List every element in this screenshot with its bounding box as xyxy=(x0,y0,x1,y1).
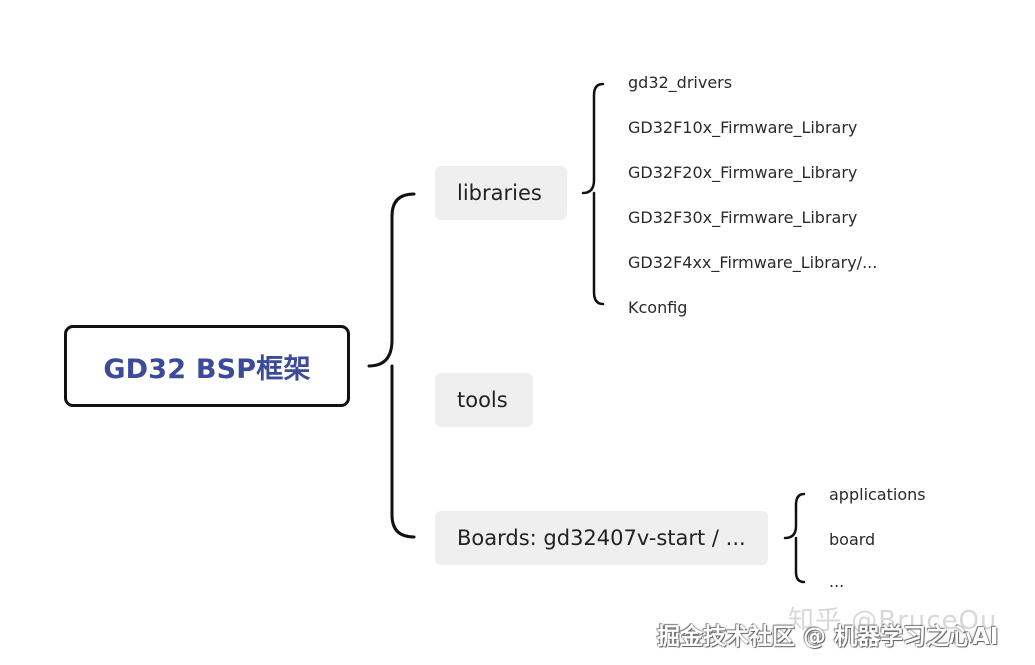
leaf-applications[interactable]: applications xyxy=(829,485,926,504)
branch-boards[interactable]: Boards: gd32407v-start / ... xyxy=(435,511,768,565)
leaf-gd32f4xx-firmware-library[interactable]: GD32F4xx_Firmware_Library/... xyxy=(628,253,878,272)
leaf-gd32-drivers[interactable]: gd32_drivers xyxy=(628,73,733,92)
root-bracket xyxy=(367,192,416,539)
leaf-board[interactable]: board xyxy=(829,530,876,549)
watermark-juejin: 掘金技术社区 @ 机器学习之心AI xyxy=(657,624,999,650)
leaf-gd32f30x-firmware-library[interactable]: GD32F30x_Firmware_Library xyxy=(628,208,858,227)
leaf-ellipsis[interactable]: ... xyxy=(829,572,845,591)
branch-libraries[interactable]: libraries xyxy=(435,166,567,220)
leaf-gd32f10x-firmware-library[interactable]: GD32F10x_Firmware_Library xyxy=(628,118,858,137)
watermark-zhihu: 知乎 @BruceOu xyxy=(788,606,998,636)
leaf-kconfig[interactable]: Kconfig xyxy=(628,298,688,317)
root-node[interactable]: GD32 BSP框架 xyxy=(64,325,350,407)
leaf-gd32f20x-firmware-library[interactable]: GD32F20x_Firmware_Library xyxy=(628,163,858,182)
libraries-bracket xyxy=(581,82,605,306)
branch-tools[interactable]: tools xyxy=(435,373,533,427)
boards-bracket xyxy=(783,492,806,584)
